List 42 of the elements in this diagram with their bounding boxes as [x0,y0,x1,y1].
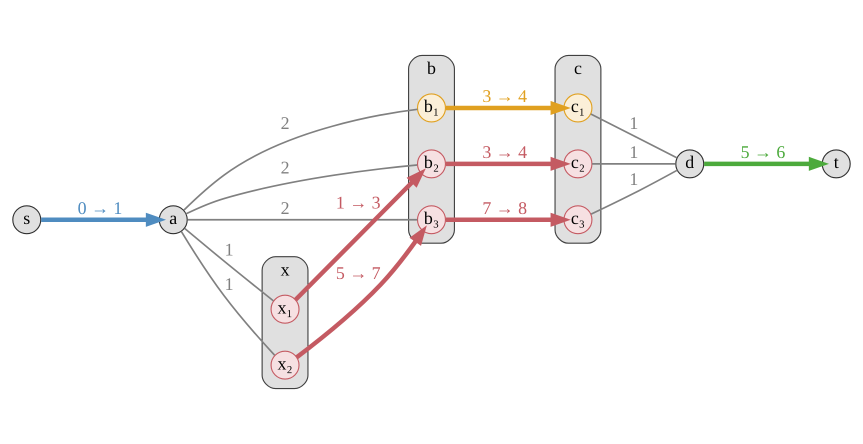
edge-label: 2 [280,112,290,133]
node-circle: a [158,205,188,234]
arrow [446,212,571,227]
node-circle: t [822,149,851,178]
connector [592,163,676,165]
arrow [295,225,427,360]
edge-label: 2 [280,158,290,178]
edge-label: 2 [280,198,290,218]
edge-label: 1 [224,274,234,294]
edge-label: 7 → 8 [482,198,528,218]
node-circle: s [12,205,42,234]
node-circle: c₂ [563,149,592,178]
edge-label: 5 → 6 [740,142,786,162]
node-circle: c₁ [563,93,592,122]
edge-label: 1 → 3 [336,192,381,212]
connector [183,108,418,211]
edge-label: 1 [629,168,638,189]
node-circle: d [675,149,704,178]
arrow [704,156,830,171]
node-circle: b₁ [416,93,446,122]
node-circle: x₁ [270,294,300,324]
arrow [446,156,571,171]
connector [184,228,274,302]
edge-label: 0 → 1 [78,198,122,218]
connector [590,169,678,215]
node-circle: x₂ [270,350,300,380]
connector [180,230,276,356]
edge-label: 3 → 4 [482,142,528,162]
edge-label: 1 [224,239,234,260]
node-circle: c₃ [563,205,592,234]
edge-label: 5 → 7 [336,262,381,283]
arrow [446,100,571,116]
edge-label: 3 → 4 [482,86,528,106]
arrow [294,168,426,302]
connector [187,218,418,221]
connector [186,164,418,215]
connector [590,113,678,159]
edge-label: 1 [629,112,638,133]
node-circle: b₂ [416,149,446,178]
arrow [41,212,166,227]
node-circle: b₃ [416,205,446,234]
edge-label: 1 [629,142,638,162]
